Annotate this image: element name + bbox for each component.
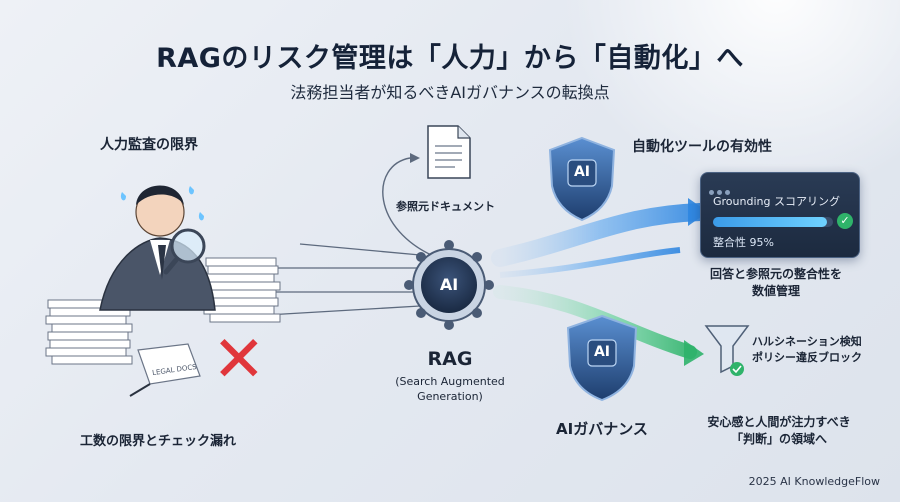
- flow-arrow-head-top: [688, 198, 708, 226]
- page-subtitle: 法務担当者が知るべきAIガバナンスの転換点: [290, 83, 610, 102]
- automation-heading: 自動化ツールの有効性: [632, 139, 772, 155]
- grounding-caption-line-1: 回答と参照元の整合性を: [709, 267, 842, 281]
- source-documents-label: 参照元ドキュメント: [396, 200, 495, 213]
- filter-caption: ハルシネーション検知 ポリシー違反ブロック: [752, 334, 862, 366]
- rag-title: RAG: [427, 348, 473, 370]
- consistency-score-label: 整合性 95%: [713, 236, 774, 249]
- rag-subtitle: (Search Augmented Generation): [395, 375, 505, 403]
- document-connector: [382, 157, 439, 259]
- governance-caption-line-1: 安心感と人間が注力すべき: [707, 415, 851, 429]
- page-title: RAGのリスク管理は「人力」から「自動化」へ: [156, 43, 744, 74]
- document-icon: [427, 125, 471, 179]
- ai-governance-label: AIガバナンス: [556, 420, 648, 438]
- grounding-score-bar: [713, 217, 833, 227]
- background-light: [560, 0, 900, 200]
- shield-bottom-label: AI: [593, 344, 611, 360]
- grounding-caption: 回答と参照元の整合性を 数値管理: [686, 266, 866, 300]
- paper-stack-right: [203, 257, 281, 323]
- cross-mark-icon: ✕: [212, 323, 266, 397]
- shield-top-label: AI: [573, 164, 591, 180]
- grounding-score-panel: Grounding スコアリング ✓ 整合性 95%: [700, 172, 860, 258]
- governance-caption: 安心感と人間が注力すべき 「判断」の領域へ: [684, 414, 874, 448]
- manual-audit-caption: 工数の限界とチェック漏れ: [80, 434, 237, 449]
- filter-funnel-icon: [704, 325, 750, 376]
- hallucination-detection-label: ハルシネーション検知: [752, 335, 862, 348]
- ai-shield-top-icon: [548, 136, 616, 222]
- ai-shield-bottom-icon: [566, 314, 638, 402]
- flow-blue-upper: [491, 203, 709, 267]
- ai-hub-label: AI: [439, 275, 459, 294]
- governance-caption-line-2: 「判断」の領域へ: [730, 432, 827, 446]
- check-icon: ✓: [837, 213, 853, 229]
- paper-stack-left: [45, 299, 133, 365]
- flow-arrow-head-bottom: [684, 340, 704, 366]
- stressed-reviewer-illustration: [45, 185, 281, 397]
- flow-blue-lower: [499, 247, 681, 278]
- copyright-notice: 2025 AI KnowledgeFlow: [748, 475, 880, 488]
- policy-block-label: ポリシー違反ブロック: [752, 351, 862, 364]
- ai-hub-icon: [404, 240, 494, 330]
- grounding-score-fill: [713, 217, 827, 227]
- panel-window-dots: [709, 180, 733, 199]
- manual-audit-heading: 人力監査の限界: [100, 137, 198, 153]
- grounding-panel-title: Grounding スコアリング: [713, 195, 840, 208]
- grounding-caption-line-2: 数値管理: [751, 284, 800, 298]
